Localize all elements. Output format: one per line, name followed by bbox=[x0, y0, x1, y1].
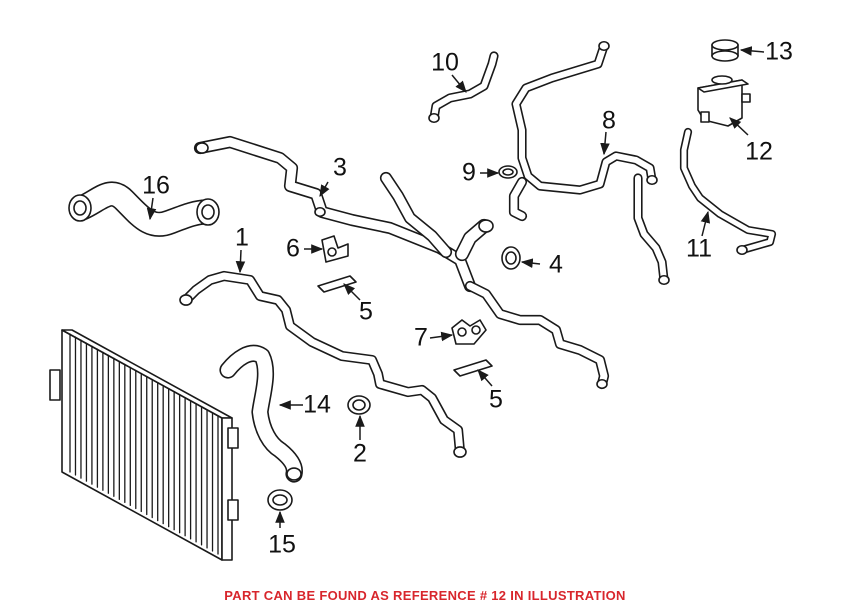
hose-14 bbox=[219, 344, 303, 483]
hose-end bbox=[179, 294, 193, 306]
expansion-tank-cap-13 bbox=[711, 39, 739, 62]
hose-clip-7 bbox=[451, 319, 487, 345]
hose-clamp-2 bbox=[347, 395, 371, 415]
hose-8-drop bbox=[633, 173, 669, 285]
hose-1 bbox=[180, 270, 466, 458]
hose-bracket-6 bbox=[321, 235, 349, 263]
hose-end bbox=[598, 40, 610, 52]
callout-11: 11 bbox=[686, 234, 712, 263]
mounting-bracket-5b bbox=[453, 359, 493, 377]
callout-6: 6 bbox=[286, 234, 300, 263]
callout-8: 8 bbox=[602, 106, 616, 135]
hose-end bbox=[314, 206, 326, 218]
callout-3: 3 bbox=[333, 153, 347, 182]
callout-10: 10 bbox=[431, 48, 459, 77]
callout-1: 1 bbox=[235, 223, 249, 252]
hose-end bbox=[428, 112, 440, 124]
leader-lines bbox=[146, 46, 765, 528]
callout-5b: 5 bbox=[489, 385, 503, 414]
callout-9: 9 bbox=[462, 158, 476, 187]
hose-end bbox=[478, 219, 494, 233]
hose-3-right bbox=[464, 280, 610, 390]
expansion-tank-12 bbox=[697, 75, 751, 127]
hose-10 bbox=[429, 51, 499, 123]
callout-4: 4 bbox=[549, 250, 563, 279]
callout-12: 12 bbox=[745, 137, 773, 166]
hose-end bbox=[453, 446, 467, 458]
hose-end bbox=[195, 142, 209, 154]
footer-note: PART CAN BE FOUND AS REFERENCE # 12 IN I… bbox=[224, 588, 626, 603]
hose-clamp-9 bbox=[498, 165, 518, 179]
mounting-bracket-5a bbox=[317, 275, 357, 293]
callout-13: 13 bbox=[765, 37, 793, 66]
hose-end bbox=[736, 244, 748, 256]
hose-8-lower bbox=[508, 176, 528, 222]
callout-14: 14 bbox=[303, 390, 331, 419]
hose-clamp-4 bbox=[501, 246, 521, 270]
hose-end bbox=[286, 467, 302, 481]
hose-3-stub bbox=[454, 218, 492, 262]
hose-end bbox=[596, 378, 608, 390]
hose-11 bbox=[679, 127, 777, 255]
hose-clamp-15 bbox=[267, 489, 293, 511]
radiator-hose-16 bbox=[68, 194, 220, 226]
callout-5a: 5 bbox=[359, 297, 373, 326]
hose-end bbox=[646, 174, 658, 186]
hose-8-upper bbox=[511, 41, 657, 195]
hose-3-branch bbox=[379, 171, 453, 259]
radiator bbox=[49, 329, 239, 561]
hose-end bbox=[658, 274, 670, 286]
callout-16: 16 bbox=[142, 171, 170, 200]
callout-2: 2 bbox=[353, 439, 367, 468]
callout-7: 7 bbox=[414, 323, 428, 352]
hose-16 bbox=[69, 181, 219, 237]
callout-15: 15 bbox=[268, 530, 296, 559]
